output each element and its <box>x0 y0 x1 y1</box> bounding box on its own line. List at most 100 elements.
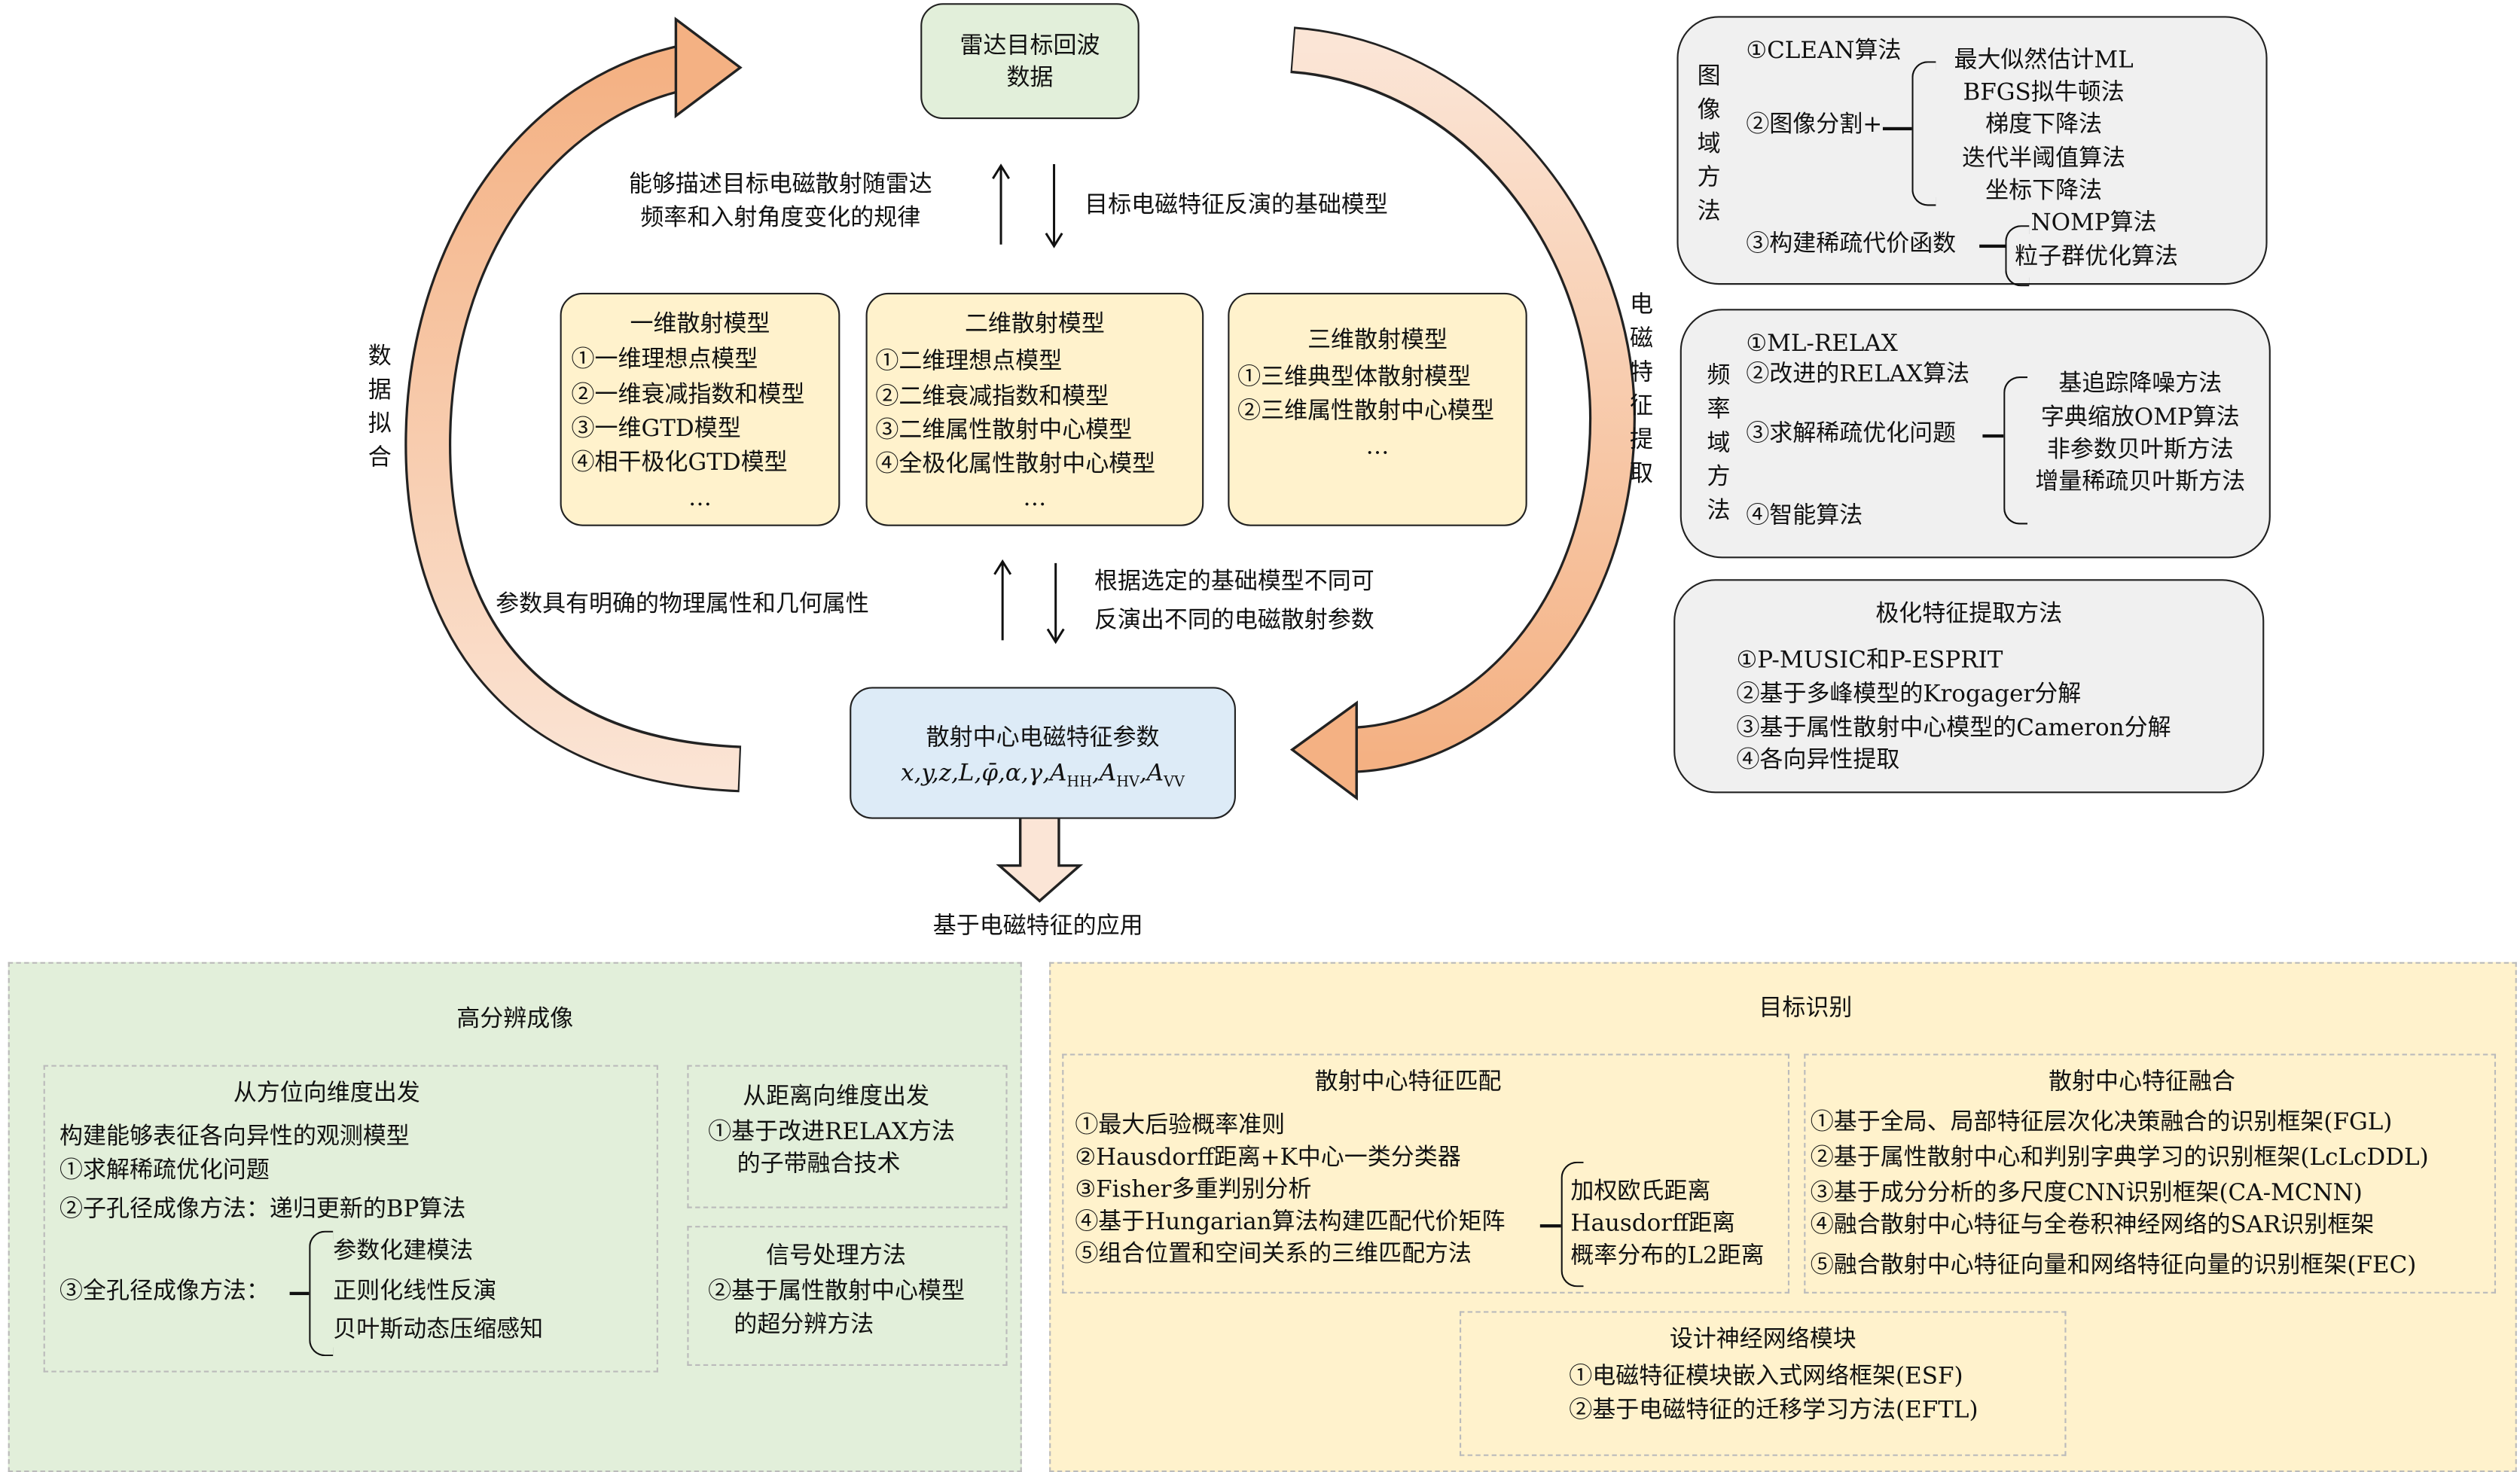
model-item: ②一维衰减指数和模型 <box>571 382 805 409</box>
data-fitting-arc-arrow <box>404 17 743 793</box>
method-item: ④智能算法 <box>1746 503 1863 529</box>
image-domain-panel <box>1676 16 2268 285</box>
sub-method: 基追踪降噪方法 <box>2058 371 2223 398</box>
left-note: 频率和入射角度变化的规律 <box>640 206 921 232</box>
method-item: ③构建稀疏代价函数 <box>1746 231 1957 258</box>
box-text: 雷达目标回波 <box>959 33 1100 60</box>
section-item: ①基于改进RELAX方法 <box>708 1120 955 1146</box>
model-item: ④全极化属性散射中心模型 <box>875 452 1156 478</box>
sub-method: 参数化建模法 <box>333 1239 474 1265</box>
feature-matching-section <box>1062 1053 1790 1294</box>
section-item: ①最大后验概率准则 <box>1075 1113 1286 1139</box>
section-item: ①基于全局、局部特征层次化决策融合的识别框架(FGL) <box>1810 1110 2393 1136</box>
sub-method: 非参数贝叶斯方法 <box>2046 437 2234 464</box>
box-text: 数据 <box>1006 66 1054 92</box>
sub-method: 字典缩放OMP算法 <box>2040 405 2240 431</box>
section-item: ②基于属性散射中心模型 <box>708 1278 965 1305</box>
azimuth-section <box>43 1065 658 1373</box>
range-section <box>687 1065 1008 1208</box>
sub-method: NOMP算法 <box>2030 210 2157 237</box>
lower-right-note: 根据选定的基础模型不同可 <box>1094 569 1374 596</box>
section-item: ②Hausdorff距离+K中心一类分类器 <box>1075 1145 1461 1172</box>
vertical-arrows <box>992 163 1065 645</box>
method-item: ①CLEAN算法 <box>1746 38 1902 65</box>
panel-title: 高分辨成像 <box>456 1007 574 1033</box>
section-item: ②子孔径成像方法：递归更新的BP算法 <box>59 1196 466 1223</box>
bracket <box>1911 61 1936 206</box>
data-fitting-label: 数据拟合 <box>368 344 392 472</box>
high-resolution-imaging-panel <box>8 962 1022 1472</box>
left-note: 能够描述目标电磁散射随雷达 <box>628 172 932 198</box>
section-title: 散射中心特征匹配 <box>1314 1069 1502 1096</box>
parameter-box: 散射中心电磁特征参数 x,y,z,L,φ̄,α,γ,AHH,AHV,AVV <box>850 687 1236 819</box>
section-item: ⑤组合位置和空间关系的三维匹配方法 <box>1075 1242 1472 1268</box>
model-item: ①二维理想点模型 <box>875 349 1063 375</box>
method-item: ③求解稀疏优化问题 <box>1746 421 1957 448</box>
model-item: ③一维GTD模型 <box>571 416 741 443</box>
sub-method: Hausdorff距离 <box>1570 1211 1736 1238</box>
parameter-title: 散射中心电磁特征参数 <box>926 725 1160 751</box>
section-item: ③全孔径成像方法： <box>59 1278 270 1305</box>
model-box-2d: 二维散射模型 ①二维理想点模型 ②二维衰减指数和模型 ③二维属性散射中心模型 ④… <box>865 292 1204 526</box>
right-note: 目标电磁特征反演的基础模型 <box>1085 193 1388 219</box>
method-item: ①ML-RELAX <box>1746 331 1898 358</box>
feature-extraction-label: 电磁特征提取 <box>1629 292 1653 488</box>
sub-method: 梯度下降法 <box>1985 112 2103 139</box>
model-item: ②二维衰减指数和模型 <box>875 384 1109 410</box>
lower-left-note: 参数具有明确的物理属性和几何属性 <box>496 592 869 618</box>
method-item: ②图像分割+ <box>1746 112 1883 139</box>
section-item: 的子带融合技术 <box>737 1151 901 1178</box>
sub-method: 增量稀疏贝叶斯方法 <box>2035 469 2246 496</box>
section-title: 信号处理方法 <box>766 1243 906 1269</box>
frequency-domain-panel <box>1679 309 2271 559</box>
lower-right-note: 反演出不同的电磁散射参数 <box>1094 608 1374 634</box>
sub-method: 迭代半阈值算法 <box>1962 146 2126 172</box>
method-item: ②基于多峰模型的Krogager分解 <box>1736 681 2082 709</box>
section-item: ④融合散射中心特征与全卷积神经网络的SAR识别框架 <box>1810 1213 2375 1239</box>
model-item: … <box>1023 486 1047 512</box>
section-item: ①求解稀疏优化问题 <box>59 1158 270 1184</box>
parameter-formula: x,y,z,L,φ̄,α,γ,AHH,AHV,AVV <box>901 760 1185 792</box>
signal-processing-section <box>687 1226 1008 1367</box>
model-item: ③二维属性散射中心模型 <box>875 418 1133 444</box>
model-item: … <box>688 486 712 512</box>
section-item: 的超分辨方法 <box>734 1312 874 1339</box>
model-item: ①一维理想点模型 <box>571 347 758 373</box>
section-item: ②基于电磁特征的迁移学习方法(EFTL) <box>1569 1397 1978 1424</box>
sub-method: 粒子群优化算法 <box>2015 244 2179 270</box>
bracket <box>309 1230 334 1357</box>
section-item: ①电磁特征模块嵌入式网络框架(ESF) <box>1569 1364 1963 1391</box>
application-label: 基于电磁特征的应用 <box>932 913 1143 940</box>
model-title: 三维散射模型 <box>1307 328 1448 355</box>
section-item: ②基于属性散射中心和判别字典学习的识别框架(LcLcDDL) <box>1810 1145 2429 1172</box>
section-item: ③Fisher多重判别分析 <box>1075 1178 1312 1204</box>
sub-method: 概率分布的L2距离 <box>1570 1243 1765 1269</box>
feature-extraction-arc-arrow <box>1289 26 1636 801</box>
method-item: ①P-MUSIC和P-ESPRIT <box>1736 648 2003 675</box>
target-recognition-panel <box>1049 962 2517 1472</box>
neural-network-section <box>1459 1311 2067 1456</box>
model-item: … <box>1365 434 1390 461</box>
section-title: 散射中心特征融合 <box>2049 1069 2235 1096</box>
model-box-3d: 三维散射模型 ①三维典型体散射模型 ②三维属性散射中心模型 … <box>1228 292 1527 526</box>
sub-method: 坐标下降法 <box>1985 178 2103 205</box>
model-item: ②三维属性散射中心模型 <box>1237 398 1494 425</box>
bracket <box>2005 225 2030 287</box>
sub-method: 贝叶斯动态压缩感知 <box>333 1317 544 1344</box>
model-title: 二维散射模型 <box>964 312 1105 338</box>
section-item: ③基于成分分析的多尺度CNN识别框架(CA-MCNN) <box>1810 1181 2363 1207</box>
bracket <box>2003 376 2028 525</box>
sub-method: 加权欧氏距离 <box>1570 1179 1711 1205</box>
model-title: 一维散射模型 <box>630 312 770 338</box>
method-item: ③基于属性散射中心模型的Cameron分解 <box>1736 715 2171 742</box>
section-title: 设计神经网络模块 <box>1669 1327 1856 1353</box>
radar-echo-data-box: 雷达目标回波 数据 <box>920 3 1139 120</box>
model-item: ①三维典型体散射模型 <box>1237 365 1471 392</box>
model-item: ④相干极化GTD模型 <box>571 450 788 477</box>
panel-title: 极化特征提取方法 <box>1875 602 2063 628</box>
panel-label: 频率域方法 <box>1707 363 1731 525</box>
polarization-panel: 极化特征提取方法 ①P-MUSIC和P-ESPRIT ②基于多峰模型的Kroga… <box>1673 579 2265 794</box>
section-title: 从方位向维度出发 <box>233 1080 420 1108</box>
